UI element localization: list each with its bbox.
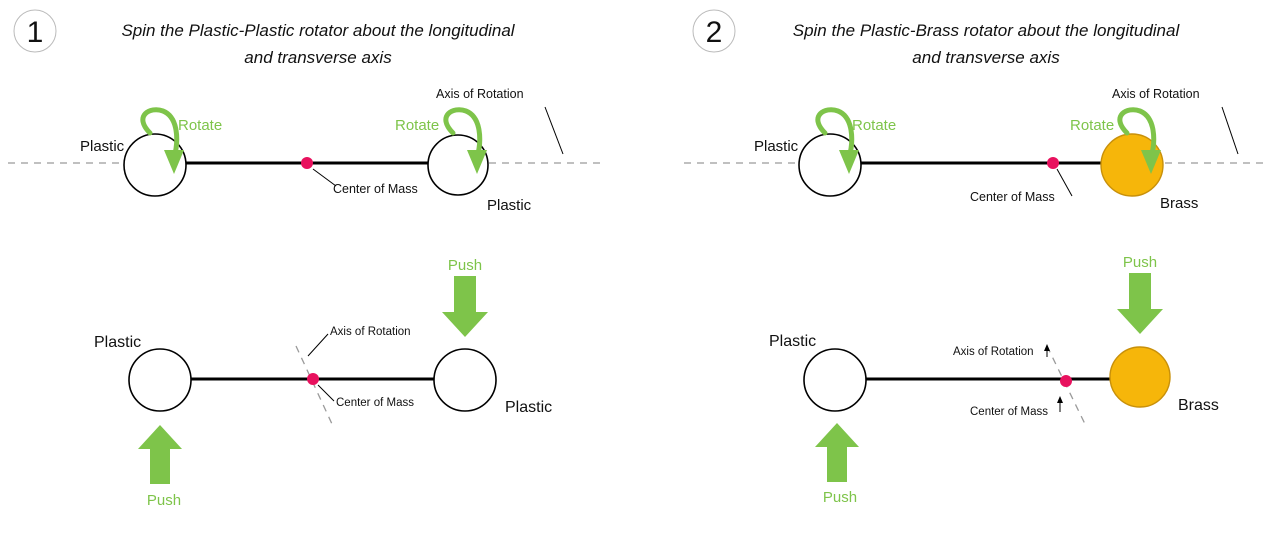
panel-1-longitudinal-diagram: Plastic Rotate Rotate Axis of Rotation C… (8, 87, 606, 214)
rotate-label-right: Rotate (395, 117, 439, 134)
right-brass-ball (1100, 133, 1164, 197)
panel-2-longitudinal-diagram: Plastic Rotate Rotate Axis of Rotation C… (684, 87, 1268, 212)
axis-of-rotation-label: Axis of Rotation (1112, 87, 1200, 101)
rotate-arrow-right (1117, 107, 1157, 161)
left-plastic-ball (123, 133, 187, 197)
center-of-mass-label: Center of Mass (333, 182, 418, 196)
push-label-top: Push (448, 257, 482, 274)
step-1-number: 1 (27, 16, 44, 49)
panel-1: 1 Spin the Plastic-Plastic rotator about… (8, 9, 606, 509)
rotate-arrow-left (140, 107, 180, 161)
left-plastic-ball (803, 348, 867, 412)
right-mass-label: Brass (1160, 195, 1198, 212)
rotate-arrowhead-left (839, 150, 859, 174)
push-up-arrow (815, 423, 859, 482)
center-of-mass-label: Center of Mass (970, 190, 1055, 204)
center-of-mass-dot (1060, 375, 1072, 387)
panel-2-transverse-diagram: Push Push Plastic Brass Axis of Rotation… (769, 254, 1219, 506)
center-of-mass-dot (307, 373, 319, 385)
axis-pointer-line (307, 333, 329, 357)
axis-of-rotation-label: Axis of Rotation (330, 326, 411, 338)
center-of-mass-dot (1047, 157, 1059, 169)
push-down-arrow (1117, 273, 1163, 334)
push-up-arrow (138, 425, 182, 484)
com-pointer-line (312, 168, 337, 187)
right-mass-label: Plastic (487, 197, 532, 214)
right-mass-label: Plastic (505, 399, 552, 416)
step-2-number: 2 (706, 16, 723, 49)
rotate-arrow-left (815, 107, 855, 161)
right-mass-label: Brass (1178, 397, 1219, 414)
rotate-label-left: Rotate (852, 117, 896, 134)
rotate-arrow-right (443, 107, 483, 161)
panel-2: 2 Spin the Plastic-Brass rotator about t… (684, 9, 1268, 506)
push-down-arrow (442, 276, 488, 337)
push-label-bottom: Push (823, 489, 857, 506)
axis-of-rotation-label: Axis of Rotation (436, 87, 524, 101)
left-mass-label: Plastic (80, 138, 125, 155)
step-2-badge (692, 9, 736, 53)
rotate-label-left: Rotate (178, 117, 222, 134)
panel-1-title-line-2: and transverse axis (244, 48, 392, 67)
step-1-badge (13, 9, 57, 53)
panel-1-transverse-diagram: Push Push Plastic Plastic Axis of Rotati… (94, 257, 552, 509)
rotate-arrowhead-right (467, 150, 487, 174)
push-label-bottom: Push (147, 492, 181, 509)
transverse-axis-line (295, 345, 333, 425)
com-pointer-head (1057, 396, 1063, 403)
center-of-mass-dot (301, 157, 313, 169)
right-plastic-ball (433, 348, 497, 412)
axis-of-rotation-label: Axis of Rotation (953, 346, 1034, 358)
left-mass-label: Plastic (769, 333, 816, 350)
com-pointer-line (1056, 168, 1073, 197)
left-mass-label: Plastic (94, 334, 141, 351)
com-pointer-line (317, 384, 335, 402)
axis-pointer-head (1044, 344, 1050, 351)
panel-2-title-line-2: and transverse axis (912, 48, 1060, 67)
rotate-label-right: Rotate (1070, 117, 1114, 134)
center-of-mass-label: Center of Mass (336, 397, 414, 409)
panel-2-title-line-1: Spin the Plastic-Brass rotator about the… (793, 21, 1181, 40)
rotate-arrowhead-left (164, 150, 184, 174)
axis-pointer-line (1221, 106, 1239, 155)
center-of-mass-label: Center of Mass (970, 406, 1048, 418)
axis-pointer-line (544, 106, 564, 155)
rotate-arrowhead-right (1141, 150, 1161, 174)
left-plastic-ball (128, 348, 192, 412)
push-label-top: Push (1123, 254, 1157, 271)
left-plastic-ball (798, 133, 862, 197)
left-mass-label: Plastic (754, 138, 799, 155)
panel-1-title-line-1: Spin the Plastic-Plastic rotator about t… (121, 21, 515, 40)
right-brass-ball (1109, 346, 1171, 408)
